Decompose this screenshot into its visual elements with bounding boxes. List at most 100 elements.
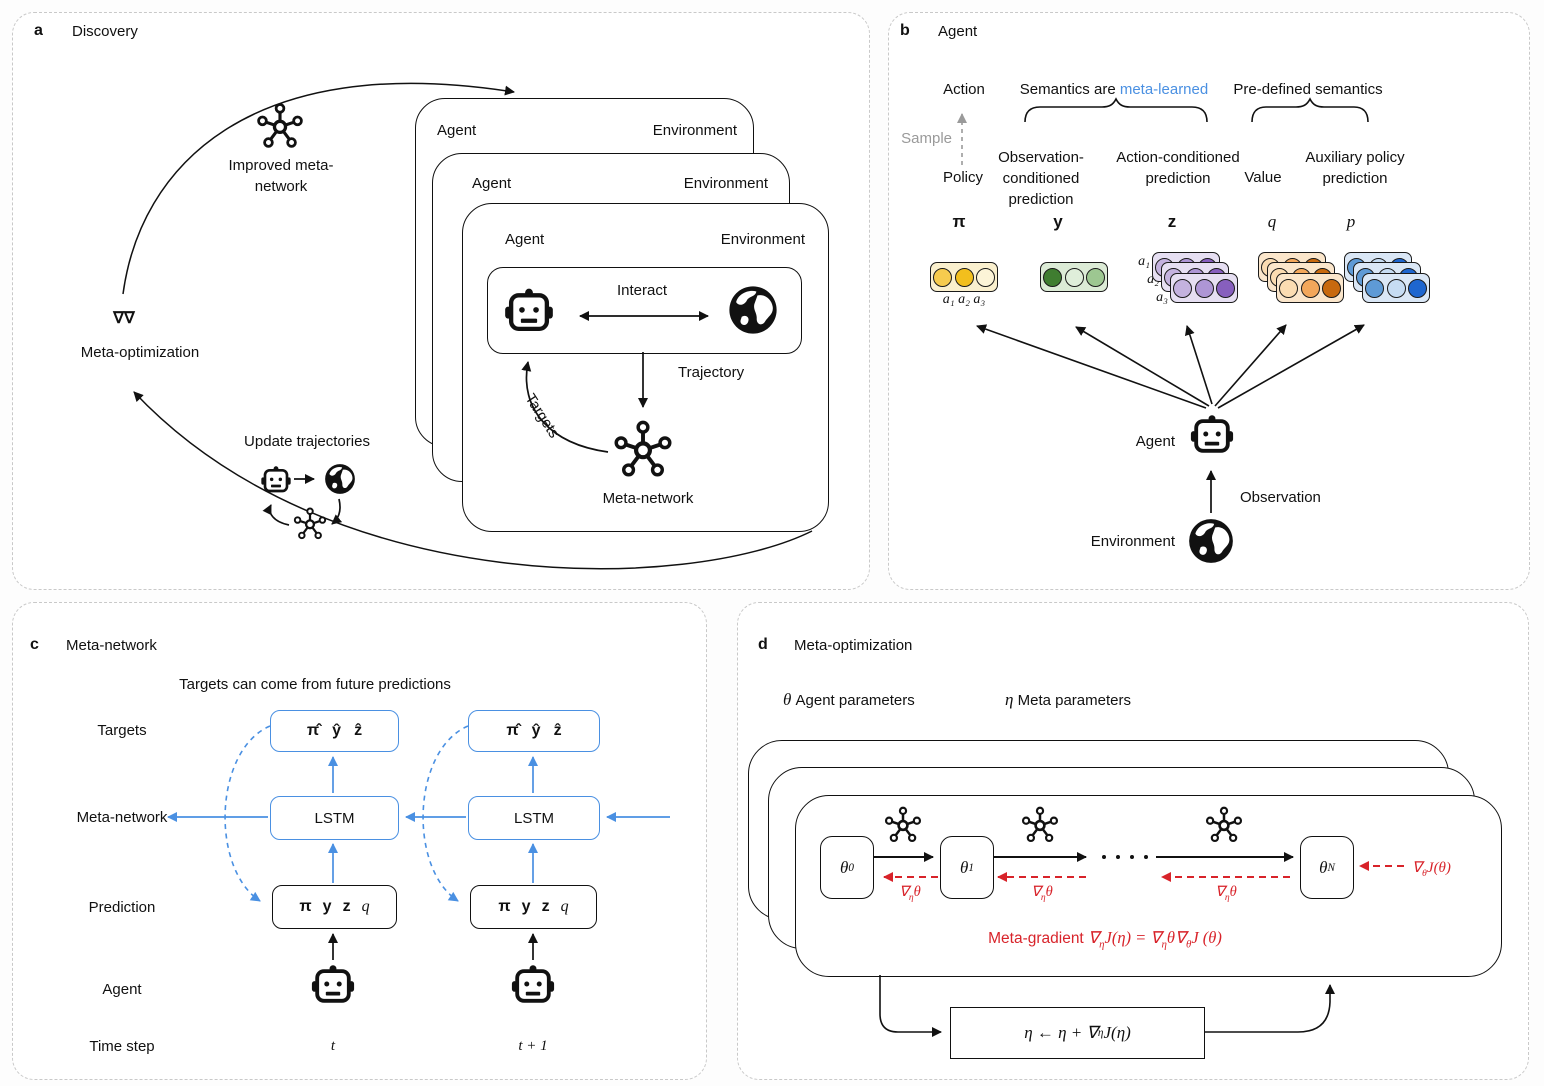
panel-b-letter: b bbox=[900, 22, 910, 39]
q-dot bbox=[1300, 278, 1320, 298]
symbol-y: y bbox=[1053, 212, 1063, 231]
panel-c-letter: c bbox=[30, 636, 39, 653]
action-conditioned-stack bbox=[1152, 252, 1238, 303]
value-stack bbox=[1258, 252, 1344, 303]
update-meta-network-icon bbox=[293, 506, 327, 540]
improved-meta-network-label: Improved meta-network bbox=[228, 157, 334, 195]
obs-dot bbox=[1064, 267, 1084, 287]
stack-a1-label: a₁ bbox=[1138, 254, 1150, 269]
row-label-meta-network: Meta-network bbox=[76, 809, 168, 826]
obs-dot bbox=[1043, 267, 1063, 287]
row-label-time-step: Time step bbox=[89, 1038, 155, 1055]
meta-optimization-label: Meta-optimization bbox=[80, 344, 200, 361]
sample-label: Sample bbox=[901, 130, 952, 147]
policy-dot bbox=[975, 267, 995, 287]
symbol-q: q bbox=[1267, 212, 1277, 231]
row-label-agent: Agent bbox=[102, 981, 142, 998]
panel-d-title: Meta-optimization bbox=[794, 637, 913, 654]
panel-a-letter: a bbox=[34, 22, 43, 39]
z-dot bbox=[1215, 278, 1235, 298]
target-y-hat: ŷ bbox=[531, 722, 541, 739]
environment-globe-icon bbox=[726, 283, 780, 337]
row-label-targets: Targets bbox=[97, 722, 147, 739]
rollout-card-front bbox=[795, 795, 1502, 977]
update-globe-icon bbox=[323, 462, 357, 496]
panel-b-title: Agent bbox=[938, 23, 978, 40]
agent-robot-icon bbox=[503, 285, 555, 337]
target-z-hat: ẑ bbox=[354, 722, 363, 739]
pred-z: z bbox=[541, 898, 550, 915]
pred-z: z bbox=[342, 898, 351, 915]
meta-network-icon-d2 bbox=[1021, 805, 1059, 843]
symbol-pi: π bbox=[952, 212, 966, 231]
card-front-agent-label: Agent bbox=[505, 231, 545, 248]
environment-globe-icon-b bbox=[1186, 516, 1236, 566]
improved-meta-network-icon bbox=[256, 101, 304, 149]
time-step-t1: t + 1 bbox=[518, 1038, 548, 1054]
interact-label: Interact bbox=[616, 282, 668, 299]
predefined-semantics-label: Pre-defined semantics bbox=[1233, 81, 1383, 98]
q-dot bbox=[1321, 278, 1341, 298]
card-middle-environment-label: Environment bbox=[683, 175, 768, 192]
policy-dot bbox=[954, 267, 974, 287]
update-robot-icon bbox=[260, 464, 292, 496]
obs-dot bbox=[1085, 267, 1105, 287]
agent-label-b: Agent bbox=[1135, 433, 1175, 450]
card-front-environment-label: Environment bbox=[720, 231, 805, 248]
panel-c-title: Meta-network bbox=[66, 637, 157, 654]
meta-network-icon-d3 bbox=[1205, 805, 1243, 843]
row-label-prediction: Prediction bbox=[88, 899, 156, 916]
grad-theta-J-label: ∇θJ(θ) bbox=[1412, 860, 1451, 879]
semantics-meta-learned-label: Semantics are meta-learned bbox=[1019, 81, 1209, 98]
target-pi-hat: π̂ bbox=[306, 722, 320, 739]
z-dot bbox=[1194, 278, 1214, 298]
pred-q: q bbox=[560, 898, 569, 915]
pred-q: q bbox=[361, 898, 370, 915]
policy-label: Policy bbox=[942, 169, 984, 186]
meta-gradient-equation: Meta-gradient ∇ηJ(η) = ∇ηθ∇θJ (θ) bbox=[988, 928, 1222, 951]
aux-policy-label: Auxiliary policy prediction bbox=[1305, 149, 1405, 187]
target-pi-hat: π̂ bbox=[506, 722, 519, 739]
obs-head-box bbox=[1040, 262, 1124, 312]
meta-parameters-label: η Meta parameters bbox=[1005, 690, 1131, 709]
meta-network-icon-d1 bbox=[884, 805, 922, 843]
meta-network-label: Meta-network bbox=[602, 490, 694, 507]
future-predictions-heading: Targets can come from future predictions bbox=[179, 676, 451, 693]
policy-head-box bbox=[930, 262, 1014, 312]
observation-label: Observation bbox=[1240, 489, 1321, 506]
symbol-z: z bbox=[1167, 212, 1177, 231]
policy-dot bbox=[933, 267, 953, 287]
meta-learned-highlight: meta-learned bbox=[1119, 81, 1209, 98]
grad-eta-theta-label-1: ∇ηθ bbox=[899, 884, 921, 903]
pred-y: y bbox=[521, 898, 531, 915]
meta-network-icon bbox=[613, 418, 673, 478]
pred-pi: π bbox=[299, 898, 312, 915]
card-back-environment-label: Environment bbox=[652, 122, 737, 139]
time-step-t: t bbox=[330, 1038, 336, 1054]
card-middle-agent-label: Agent bbox=[472, 175, 512, 192]
z-dot bbox=[1173, 278, 1193, 298]
p-dot bbox=[1407, 278, 1427, 298]
agent-robot-icon-t bbox=[310, 962, 356, 1008]
lstm-box-t: LSTM bbox=[270, 796, 399, 840]
action-conditioned-label: Action-conditioned prediction bbox=[1116, 149, 1240, 187]
card-back-agent-label: Agent bbox=[437, 122, 477, 139]
panel-d-letter: d bbox=[758, 636, 768, 653]
trajectory-label: Trajectory bbox=[678, 364, 745, 381]
pred-y: y bbox=[322, 898, 332, 915]
grad-eta-theta-label-2: ∇ηθ bbox=[1031, 884, 1053, 903]
update-trajectories-label: Update trajectories bbox=[244, 433, 370, 450]
grad-eta-theta-label-3: ∇ηθ bbox=[1215, 884, 1237, 903]
environment-label-b: Environment bbox=[1090, 533, 1175, 550]
target-z-hat: ẑ bbox=[553, 722, 562, 739]
aux-policy-stack bbox=[1344, 252, 1430, 303]
obs-conditioned-label: Observation-conditioned prediction bbox=[998, 149, 1084, 208]
p-dot bbox=[1365, 278, 1385, 298]
